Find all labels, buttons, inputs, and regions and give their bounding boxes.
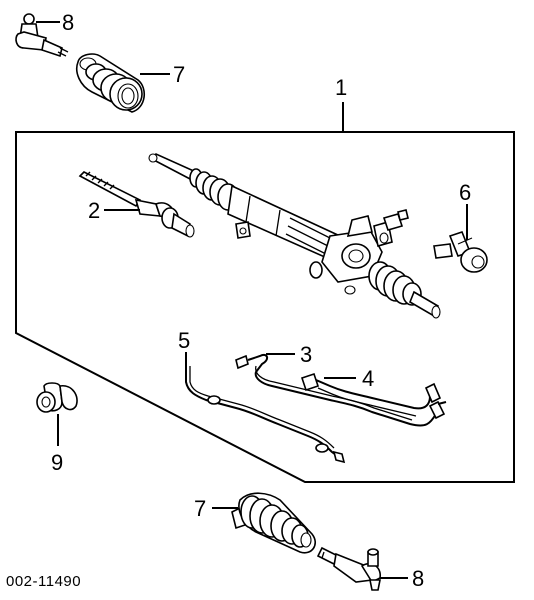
figure-code: 002-11490 (6, 573, 81, 590)
pressure-line (185, 364, 346, 464)
callout-5: 5 (178, 328, 190, 353)
callout-2: 2 (88, 198, 100, 223)
callout-1: 1 (335, 75, 347, 100)
rack-housing (148, 153, 441, 319)
return-line-4 (300, 372, 447, 420)
mount-bushing (36, 382, 78, 413)
callout-8-top: 8 (62, 10, 74, 35)
inner-tie-rod (78, 171, 195, 238)
callout-7-top: 7 (173, 62, 185, 87)
return-line-3 (235, 354, 437, 427)
bellows-boot-bottom (231, 492, 316, 554)
callout-3: 3 (300, 342, 312, 367)
bellows-boot-top (76, 53, 145, 113)
callout-6: 6 (459, 180, 471, 205)
callout-9: 9 (51, 450, 63, 475)
callout-7-bottom: 7 (194, 496, 206, 521)
assembly-outline (15, 131, 515, 483)
callout-4: 4 (362, 366, 374, 391)
tie-rod-end-bottom (316, 546, 381, 591)
pinion-fitting (433, 231, 488, 273)
tie-rod-end-top (15, 13, 69, 58)
callout-8-bottom: 8 (412, 566, 424, 591)
